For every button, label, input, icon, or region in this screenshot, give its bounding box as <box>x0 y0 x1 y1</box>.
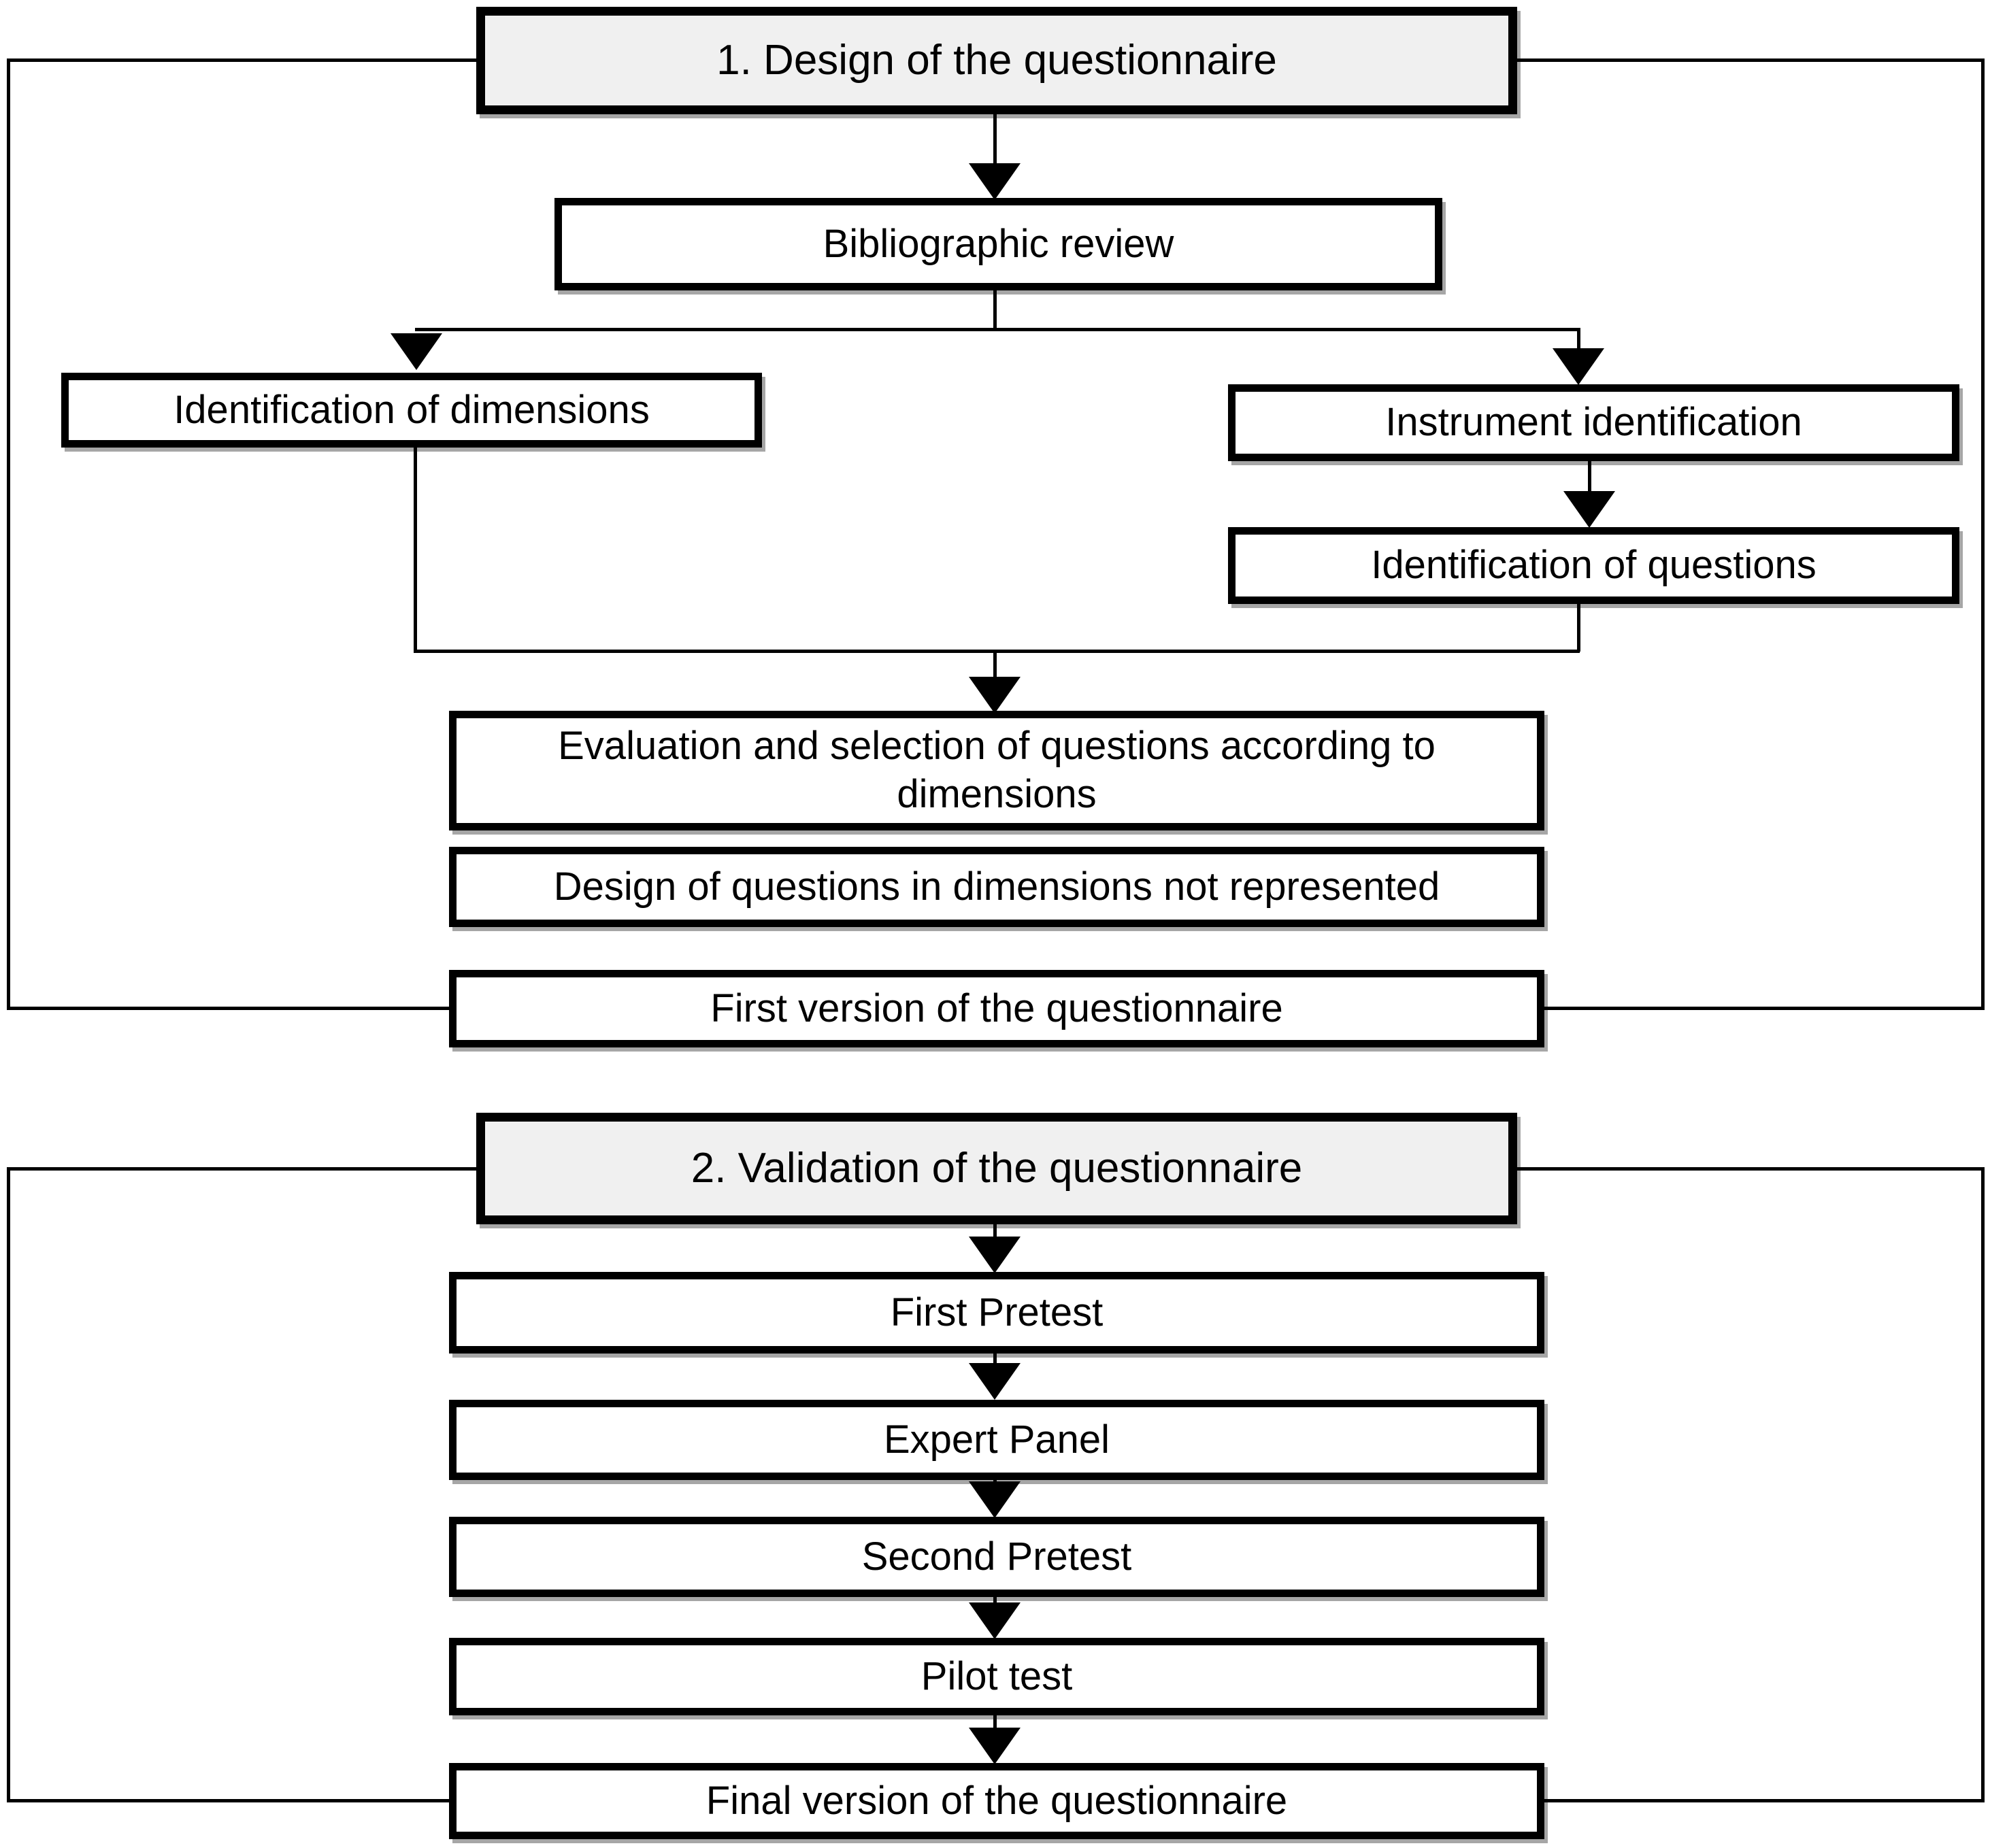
box-first-pretest: First Pretest <box>449 1272 1544 1354</box>
section2-frame-connector-left <box>7 1167 476 1171</box>
arrow-pilottest-to-finalversion-shaft <box>993 1715 997 1729</box>
arrow-to-dimensions-head <box>391 333 442 370</box>
questions-down-line <box>1577 604 1580 652</box>
box-expert-panel: Expert Panel <box>449 1400 1544 1480</box>
box-second-pretest: Second Pretest <box>449 1517 1544 1597</box>
merge-line <box>414 650 1580 653</box>
box-instrument-identification-label: Instrument identification <box>1385 400 1802 445</box>
box-final-version: Final version of the questionnaire <box>449 1763 1544 1839</box>
section2-frame-connector-right <box>1517 1167 1981 1171</box>
arrow-firstpretest-to-expertpanel-head <box>969 1363 1021 1400</box>
section1-frame-bottom-right <box>1544 1007 1985 1010</box>
section1-frame-left <box>7 58 10 1010</box>
box-design-not-represented: Design of questions in dimensions not re… <box>449 847 1544 927</box>
arrow-expertpanel-to-secondpretest-head <box>969 1481 1021 1518</box>
arrow-design-to-biblio-head <box>969 163 1021 200</box>
dimensions-down-line <box>414 448 417 652</box>
box-first-pretest-label: First Pretest <box>890 1290 1104 1334</box>
box-design-of-questionnaire: 1. Design of the questionnaire <box>476 7 1517 114</box>
box-first-version-label: First version of the questionnaire <box>710 986 1283 1030</box>
box-design-not-represented-label: Design of questions in dimensions not re… <box>553 864 1440 909</box>
arrow-secondpretest-to-pilottest-shaft <box>993 1597 997 1604</box>
box-validation-of-questionnaire-label: 2. Validation of the questionnaire <box>691 1145 1303 1192</box>
arrow-pilottest-to-finalversion-head <box>969 1728 1021 1764</box>
box-evaluation-selection-label: Evaluation and selection of questions ac… <box>558 724 1436 816</box>
arrow-validation-to-firstpretest-head <box>969 1237 1021 1273</box>
arrow-firstpretest-to-expertpanel-shaft <box>993 1354 997 1364</box>
box-identification-of-questions-label: Identification of questions <box>1371 543 1817 588</box>
arrow-to-instrument-head <box>1553 348 1604 385</box>
box-identification-of-dimensions-label: Identification of dimensions <box>173 387 650 432</box>
section1-frame-right <box>1981 58 1985 1010</box>
arrow-secondpretest-to-pilottest-head <box>969 1602 1021 1639</box>
box-pilot-test: Pilot test <box>449 1638 1544 1715</box>
split-line <box>415 328 1580 331</box>
arrow-design-to-biblio-shaft <box>993 114 997 166</box>
box-bibliographic-review-label: Bibliographic review <box>823 221 1174 266</box>
box-bibliographic-review: Bibliographic review <box>554 198 1442 290</box>
box-identification-of-dimensions: Identification of dimensions <box>61 373 762 448</box>
box-design-of-questionnaire-label: 1. Design of the questionnaire <box>716 37 1277 84</box>
section2-frame-left <box>7 1167 10 1801</box>
box-validation-of-questionnaire: 2. Validation of the questionnaire <box>476 1113 1517 1224</box>
box-second-pretest-label: Second Pretest <box>861 1534 1132 1579</box>
box-instrument-identification: Instrument identification <box>1228 384 1959 461</box>
box-first-version: First version of the questionnaire <box>449 970 1544 1047</box>
box-expert-panel-label: Expert Panel <box>883 1417 1110 1462</box>
split-stem <box>993 290 997 329</box>
arrow-validation-to-firstpretest-shaft <box>993 1224 997 1238</box>
box-pilot-test-label: Pilot test <box>921 1653 1073 1698</box>
section1-frame-bottom-left <box>7 1007 449 1010</box>
box-evaluation-selection: Evaluation and selection of questions ac… <box>449 711 1544 830</box>
section1-frame-connector-right <box>1517 58 1981 62</box>
section2-frame-bottom-right <box>1544 1799 1985 1802</box>
box-identification-of-questions: Identification of questions <box>1228 527 1959 604</box>
section2-frame-bottom-left <box>7 1799 449 1802</box>
arrow-to-instrument-shaft <box>1577 328 1580 350</box>
arrow-instrument-to-questions-head <box>1563 491 1615 528</box>
arrow-instrument-to-questions-shaft <box>1588 461 1591 492</box>
box-final-version-label: Final version of the questionnaire <box>706 1778 1288 1823</box>
arrow-merge-to-evaluation-head <box>969 677 1021 713</box>
section1-frame-connector-left <box>7 58 476 62</box>
arrow-merge-to-evaluation-shaft <box>993 650 997 678</box>
section2-frame-right <box>1981 1167 1985 1801</box>
